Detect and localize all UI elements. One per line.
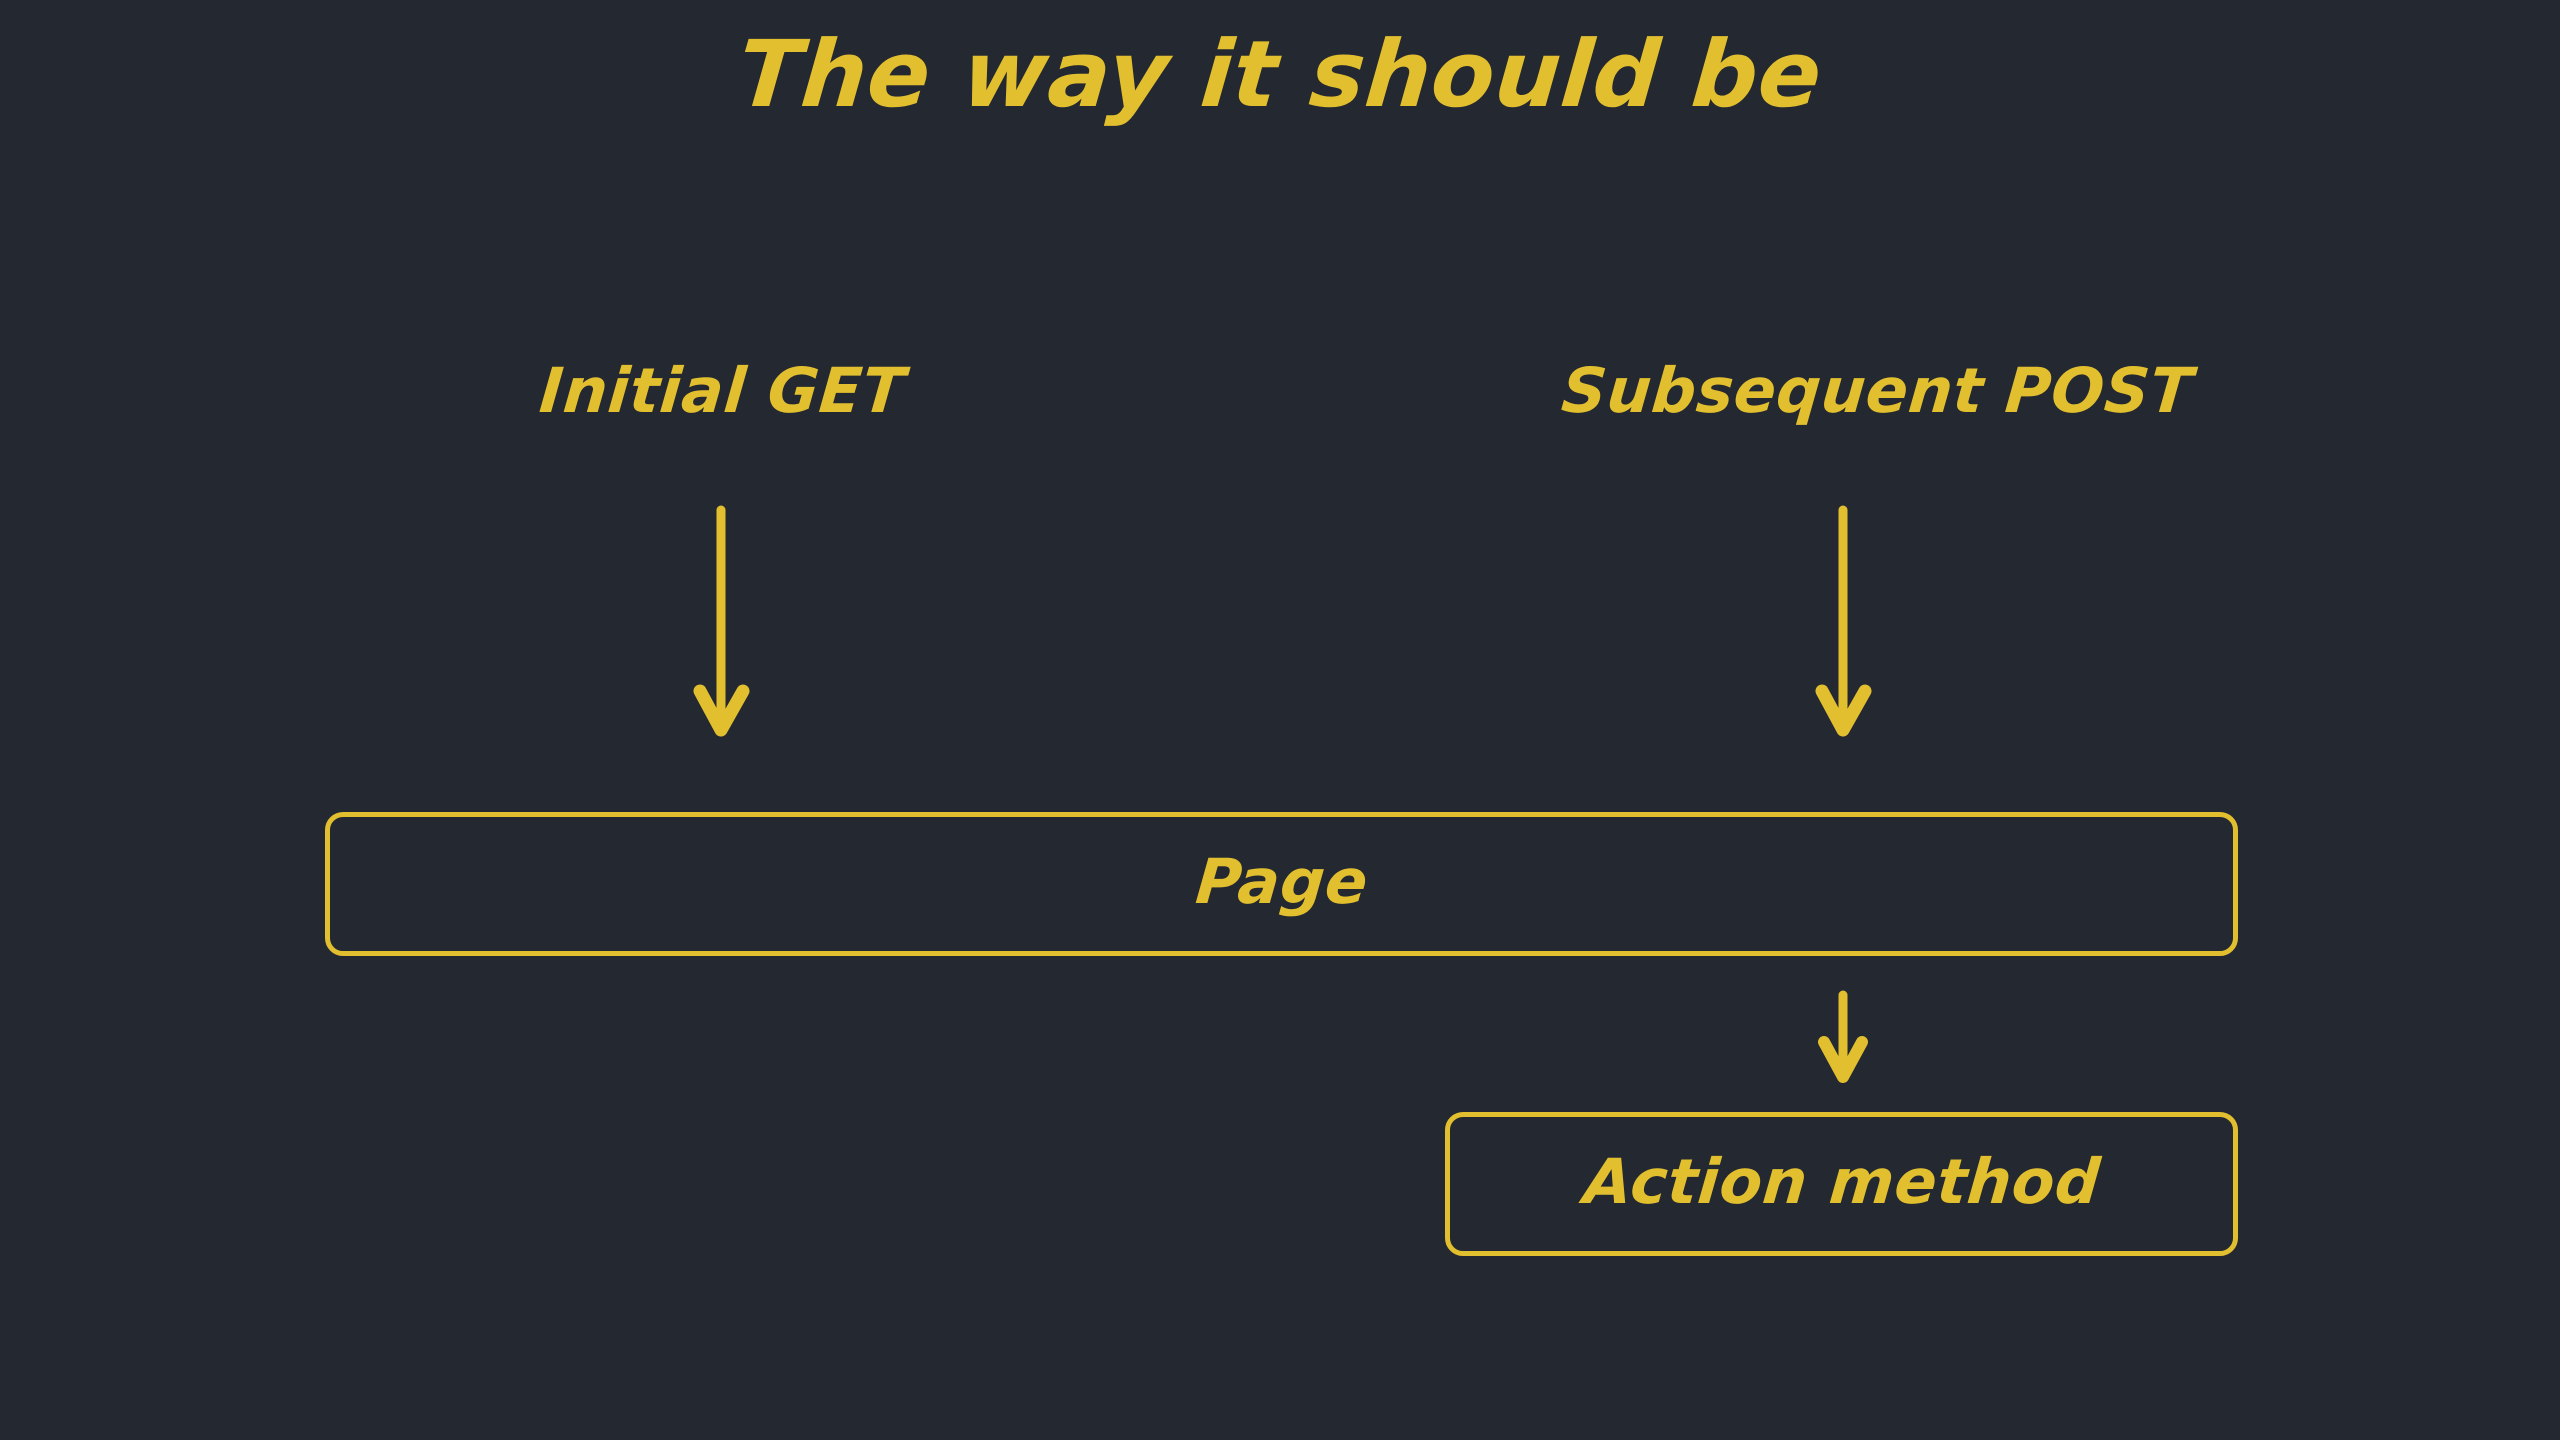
node-action-method[interactable]: Action method <box>1445 1112 2238 1256</box>
label-subsequent-post: Subsequent POST <box>1558 354 2196 427</box>
node-page-label: Page <box>1192 845 1371 918</box>
node-action-method-label: Action method <box>1580 1145 2103 1218</box>
label-initial-get: Initial GET <box>536 354 909 427</box>
arrow-initial-get-to-page-icon <box>693 505 750 737</box>
arrow-subsequent-post-to-page-icon <box>1815 505 1872 737</box>
arrow-page-to-action-method-icon <box>1818 990 1868 1083</box>
diagram-title: The way it should be <box>733 21 1827 128</box>
node-page[interactable]: Page <box>325 812 2238 956</box>
